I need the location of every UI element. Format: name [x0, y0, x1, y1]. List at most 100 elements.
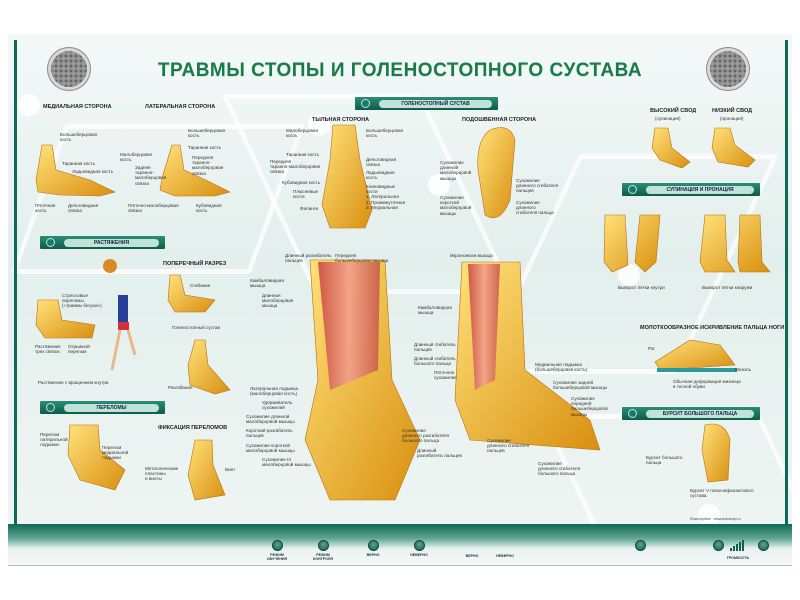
- volume-down-icon: [712, 540, 724, 551]
- heading-plantar: ПОДОШВЕННАЯ СТОРОНА: [462, 117, 537, 123]
- label: Сухожилие длинного сгибателя пальца: [516, 200, 554, 216]
- section-fractures[interactable]: ПЕРЕЛОМЫ: [40, 401, 165, 414]
- label: Длинный разгибатель пальцев: [285, 253, 332, 264]
- muscle-right: [468, 264, 500, 390]
- label: Пяточное сухожилие: [434, 370, 457, 381]
- section-label: БУРСИТ БОЛЬШОГО ПАЛЬЦА: [646, 409, 754, 418]
- label: Обычная деформация мизинца в тесной обув…: [673, 379, 741, 390]
- label: Сухожилие задней большеберцовой мышцы: [553, 380, 608, 391]
- section-ankle[interactable]: ГОЛЕНОСТОПНЫЙ СУСТАВ: [355, 97, 498, 110]
- incorrect-button[interactable]: НЕВЕРНО: [399, 540, 439, 557]
- button-icon: [271, 540, 283, 551]
- speaker-right-icon: [707, 48, 749, 90]
- label: Голеностопный сустав: [172, 325, 220, 330]
- label: Перелом медиальной лодыжки: [102, 445, 129, 461]
- indicator-label: НЕВЕРНО: [496, 554, 514, 558]
- volume-label: ГРОМКОСТЬ: [726, 556, 750, 560]
- control-mode-button[interactable]: РЕЖИМ КОНТРОЛЯ: [303, 540, 343, 561]
- label: Разгибание: [168, 385, 193, 390]
- foot-lateral: [159, 144, 231, 197]
- power-icon: [634, 540, 646, 551]
- label: Камбаловидная мышца: [250, 278, 284, 289]
- label: Сухожилие III малоберцовой мышцы: [262, 457, 311, 468]
- label: Бурсит большого пальца: [646, 455, 683, 466]
- learning-mode-button[interactable]: РЕЖИМ ОБУЧЕНИЯ: [257, 540, 297, 561]
- label: Длинный разгибатель пальцев: [417, 448, 462, 459]
- hex-node: [618, 264, 640, 286]
- label: Металлические пластины и винты: [145, 466, 179, 482]
- label: Перелом латеральной лодыжки: [40, 432, 68, 448]
- heading-medial: МЕДИАЛЬНАЯ СТОРОНА: [43, 104, 112, 110]
- foot-dorsal: [321, 124, 373, 229]
- label: Малоберцовая кость: [120, 152, 152, 163]
- label: Латеральная лодыжка (малоберцовая кость): [250, 386, 299, 397]
- label: Задняя таранно- малоберцовая связка: [135, 165, 167, 186]
- correct-indicator: ВЕРНО: [452, 552, 492, 558]
- frame-right: [785, 40, 788, 524]
- label: Камбаловидная мышца: [418, 305, 452, 316]
- label: Фаланги: [300, 206, 319, 211]
- label: Клиновидные кости 1. Латеральная 2. Пром…: [366, 184, 406, 210]
- button-label: РЕЖИМ КОНТРОЛЯ: [313, 553, 333, 561]
- hammer-toe: [654, 339, 736, 371]
- section-icon: [46, 238, 55, 247]
- label: Ладьевидная кость: [72, 169, 114, 174]
- button-label: ВЕРНО: [366, 553, 380, 557]
- poster-title: ТРАВМЫ СТОПЫ И ГОЛЕНОСТОПНОГО СУСТАВА: [157, 60, 643, 81]
- heading-high-arch: ВЫСОКИЙ СВОД: [650, 108, 697, 114]
- label: Кубовидная кость: [196, 203, 222, 214]
- label: Выворот пятки кнутри: [618, 285, 665, 290]
- label: Кубовидная кость: [282, 180, 321, 185]
- volume-up-icon: [757, 540, 769, 551]
- hex-node: [428, 174, 450, 196]
- shoe-sole: [657, 368, 737, 372]
- label: Сухожилие длинной малоберцовой мышцы: [246, 414, 295, 425]
- speaker-left-icon: [48, 48, 90, 90]
- volume-down-button[interactable]: [698, 540, 738, 551]
- label: Рог: [648, 346, 656, 351]
- section-icon: [46, 403, 55, 412]
- foot-fracture: [67, 424, 126, 491]
- volume-level-icon: [730, 540, 746, 551]
- label: Растяжение с вращением кнутри: [38, 380, 109, 385]
- label: Винт: [225, 467, 236, 472]
- control-bar: [8, 524, 792, 566]
- section-bursitis[interactable]: БУРСИТ БОЛЬШОГО ПАЛЬЦА: [622, 407, 760, 420]
- correct-button[interactable]: ВЕРНО: [353, 540, 393, 557]
- label: Пяточная кость: [35, 203, 56, 214]
- muscle-left: [318, 262, 380, 390]
- incorrect-indicator: НЕВЕРНО: [485, 552, 525, 558]
- section-label: ПЕРЕЛОМЫ: [64, 403, 159, 412]
- button-icon: [413, 540, 425, 551]
- button-icon: [317, 540, 329, 551]
- label: Удерживатель сухожилий: [262, 400, 293, 411]
- power-button[interactable]: [620, 540, 660, 551]
- foot-high-arch: [651, 127, 691, 169]
- label: Сухожилие длинного сгибателя большого па…: [538, 461, 581, 477]
- label: Таранная кость: [62, 161, 96, 166]
- section-icon: [361, 99, 370, 108]
- frame-left: [14, 40, 17, 524]
- heading-low-arch: НИЗКИЙ СВОД: [712, 108, 753, 114]
- label: Сухожилие передней большеберцовой мышцы: [571, 396, 608, 417]
- section-sprains[interactable]: РАСТЯЖЕНИЯ: [40, 236, 165, 249]
- label: Малоберцовая кость: [286, 128, 318, 139]
- section-icon: [628, 185, 637, 194]
- label: Большеберцовая кость: [188, 128, 225, 139]
- label: Дельтовидная связка: [68, 203, 99, 214]
- label: Таранная кость: [286, 152, 320, 157]
- button-label: РЕЖИМ ОБУЧЕНИЯ: [266, 553, 288, 561]
- section-label: РАСТЯЖЕНИЯ: [64, 238, 159, 247]
- label: Пяточно-малоберцовая связка: [128, 203, 179, 214]
- foot-low-arch: [711, 127, 756, 168]
- label: Стрессовые переломы («травмы бегуна»): [62, 293, 102, 309]
- section-supination[interactable]: СУПИНАЦИЯ И ПРОНАЦИЯ: [622, 183, 760, 196]
- heading-low-arch-sub: (пронация): [720, 116, 744, 121]
- foot-sprain: [35, 299, 96, 339]
- hex-node: [18, 94, 40, 116]
- hex-node: [698, 504, 720, 526]
- section-label: ГОЛЕНОСТОПНЫЙ СУСТАВ: [379, 99, 492, 108]
- foot-plantar: [477, 127, 516, 219]
- volume-up-button[interactable]: [743, 540, 783, 551]
- label: Длинная малоберцовая мышца: [262, 293, 294, 309]
